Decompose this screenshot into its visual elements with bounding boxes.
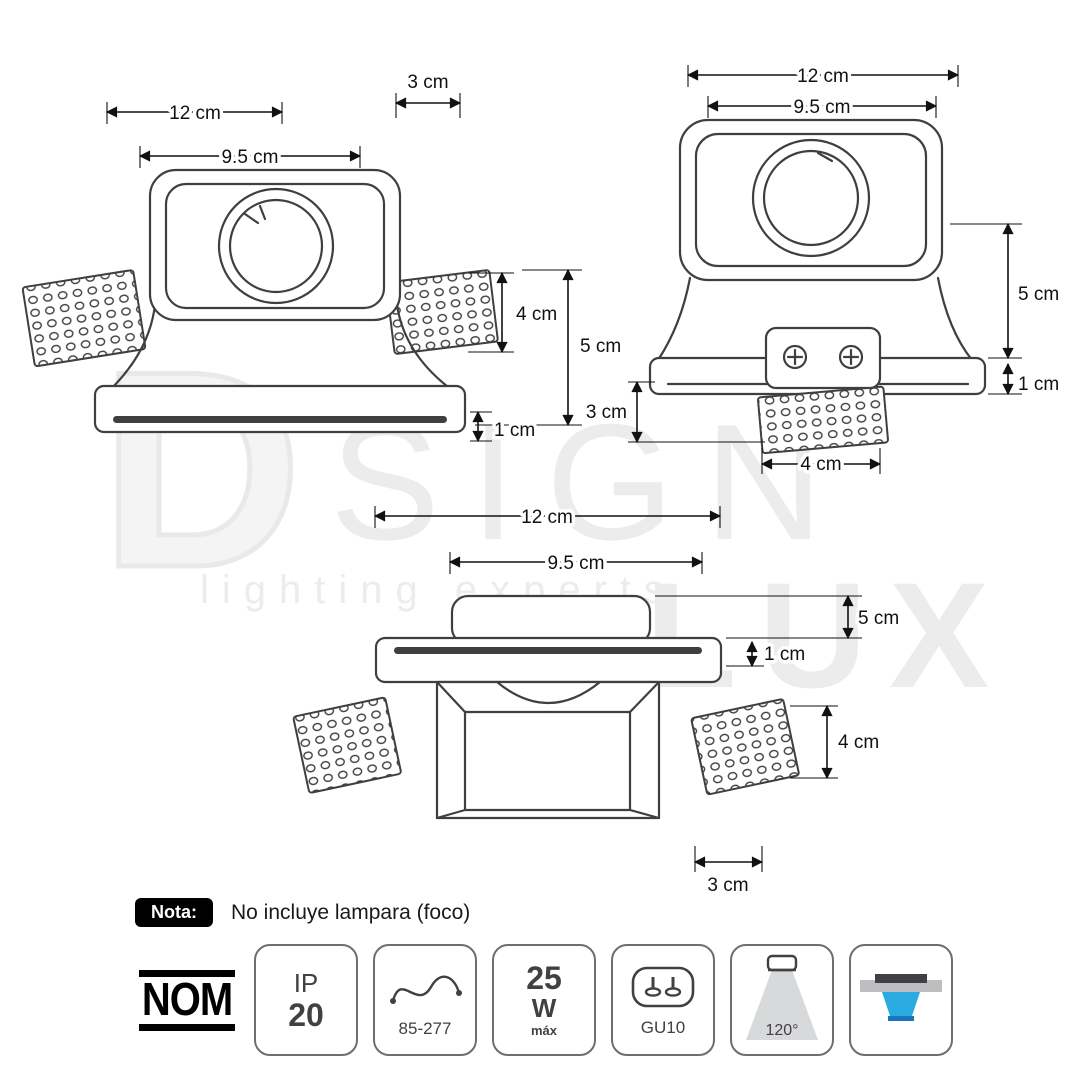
note-badge: Nota: (135, 898, 213, 927)
dim-bottom-flange-height: 1 cm (764, 644, 805, 665)
bottom-right-wing (690, 698, 800, 796)
ip-value: 20 (288, 996, 324, 1033)
voltage-label: 85-277 (398, 1019, 452, 1038)
rear-wing (757, 385, 889, 455)
spec-voltage: 85-277 (373, 944, 477, 1056)
bottom-left-wing (292, 696, 402, 794)
dim-front-body-height: 4 cm (516, 304, 557, 325)
dim-rear-inner-width: 9.5 cm (793, 97, 850, 118)
nom-logo: NOM (138, 969, 236, 1031)
beam-angle-icon (746, 954, 818, 1040)
dim-front-flange-height: 1 cm (494, 420, 535, 441)
dim-front-inner-width: 9.5 cm (221, 147, 278, 168)
watt-max: máx (530, 1022, 558, 1038)
beam-angle-label: 120° (765, 1022, 799, 1039)
dim-rear-flange-height: 1 cm (1018, 374, 1059, 395)
watt-value: 25 (526, 959, 562, 996)
front-dimensions: 12 cm 9.5 cm 3 cm 4 cm 5 cm 1 cm (105, 69, 625, 445)
dim-rear-wing-width: 4 cm (800, 454, 841, 475)
bottom-dimensions: 12 cm 9.5 cm 5 cm 1 cm 4 cm 3 cm (373, 504, 903, 895)
dim-front-total-height: 5 cm (580, 336, 621, 357)
socket-label: GU10 (640, 1018, 686, 1037)
spec-nom: NOM (135, 944, 239, 1056)
note-text: No incluye lampara (foco) (231, 900, 471, 924)
spec-socket: GU10 (611, 944, 715, 1056)
dim-bottom-total-height: 5 cm (858, 608, 899, 629)
voltage-wire-icon (390, 975, 462, 1004)
dim-front-wing-width: 3 cm (407, 72, 448, 93)
dim-rear-outer-width: 12 cm (797, 66, 849, 87)
recessed-install-icon (860, 974, 942, 1021)
dim-front-outer-width: 12 cm (169, 103, 221, 124)
gu10-base-icon (631, 966, 695, 1008)
terminal-block (764, 326, 882, 390)
note-row: Nota: No incluye lampara (foco) (135, 898, 470, 927)
spec-beam-angle: 120° (730, 944, 834, 1056)
spec-install (849, 944, 953, 1056)
dim-bottom-inner-width: 9.5 cm (547, 553, 604, 574)
view-rear (648, 118, 987, 455)
dim-bottom-wing-width: 3 cm (707, 875, 748, 895)
watt-unit: W (531, 992, 557, 1023)
front-left-wing (21, 269, 147, 367)
view-front-left (21, 168, 499, 434)
dim-bottom-recess-height: 4 cm (838, 732, 879, 753)
spec-icons-row: NOM IP 20 85-277 25 W máx (135, 944, 953, 1056)
rear-dimensions: 12 cm 9.5 cm 5 cm 1 cm 3 cm 4 cm (582, 63, 1062, 479)
ip-label: IP (293, 967, 319, 998)
view-bottom (292, 594, 800, 820)
dim-rear-wing-height: 3 cm (586, 402, 627, 423)
spec-ip-rating: IP 20 (254, 944, 358, 1056)
dim-bottom-outer-width: 12 cm (521, 507, 573, 528)
front-right-wing (385, 269, 499, 355)
technical-drawing: 12 cm 9.5 cm 3 cm 4 cm 5 cm 1 cm (21, 63, 1062, 895)
dim-rear-total-height: 5 cm (1018, 284, 1059, 305)
spec-wattage: 25 W máx (492, 944, 596, 1056)
